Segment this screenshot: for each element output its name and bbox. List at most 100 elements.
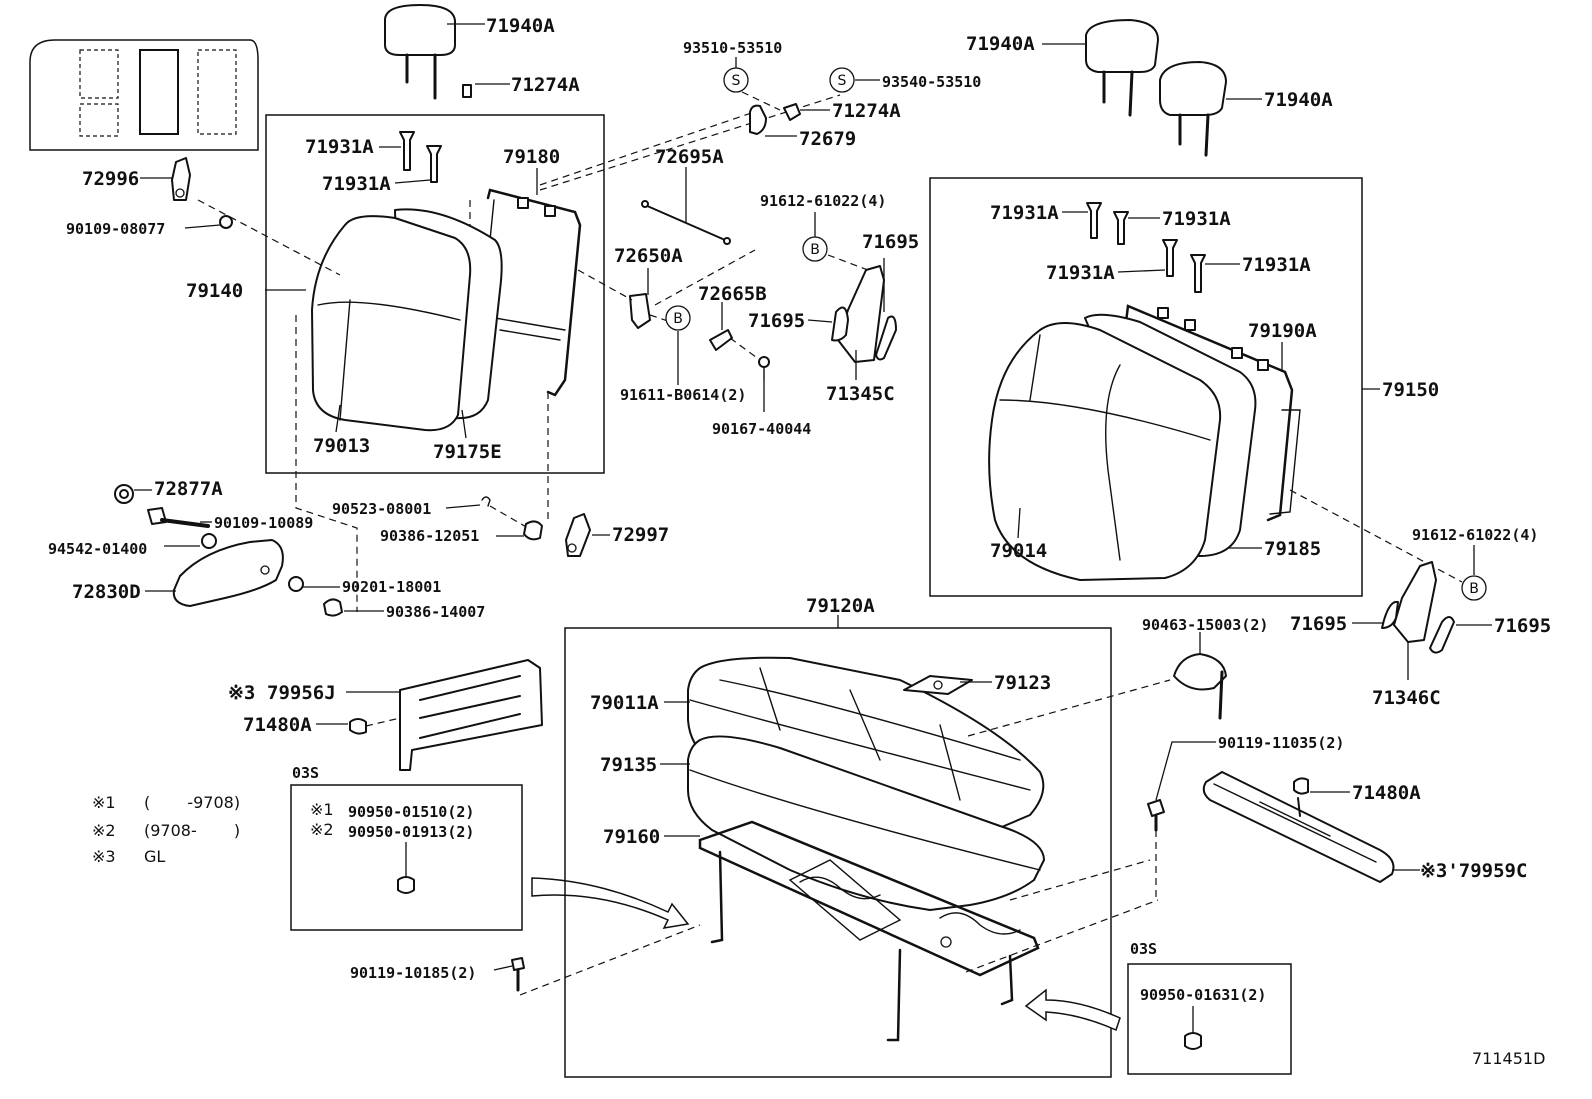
box-03s-left-mark-2: ※2 bbox=[310, 820, 334, 839]
label-72830D: 72830D bbox=[72, 581, 141, 603]
label-79160: 79160 bbox=[603, 826, 660, 848]
figure-id: 711451D bbox=[1472, 1049, 1545, 1068]
bolt-90109-10089-icon bbox=[147, 507, 210, 528]
plate-79123-icon[interactable] bbox=[903, 675, 973, 695]
legend-mark-2: ※2 bbox=[92, 821, 116, 840]
strap-90463-icon[interactable] bbox=[1173, 653, 1227, 720]
label-71931A-left-1: 71931A bbox=[305, 136, 374, 158]
hinge-71345C-icon[interactable] bbox=[831, 265, 897, 363]
label-90201-18001: 90201-18001 bbox=[342, 578, 441, 596]
seatback-frame-79190A-icon[interactable] bbox=[1123, 304, 1301, 522]
label-91612-61022-right: 91612-61022(4) bbox=[1412, 526, 1538, 544]
label-71940A-top: 71940A bbox=[486, 15, 555, 37]
clip-71480A-icon bbox=[349, 718, 367, 735]
armrest-72830D-icon[interactable] bbox=[172, 539, 284, 607]
label-90109-10089: 90109-10089 bbox=[214, 514, 313, 532]
headrest-icon[interactable] bbox=[384, 4, 456, 100]
label-71931A-left-2: 71931A bbox=[322, 173, 391, 195]
box-03s-left-value-2: 90950-01913(2) bbox=[348, 823, 474, 841]
nut-90386-14007-icon bbox=[323, 598, 343, 617]
label-79123: 79123 bbox=[994, 672, 1051, 694]
seat-pad-79135-icon[interactable] bbox=[687, 735, 1045, 911]
seat-cushion-79011A-icon[interactable] bbox=[687, 656, 1045, 834]
label-72665B: 72665B bbox=[698, 283, 767, 305]
box-03s-left-title: 03S bbox=[292, 764, 319, 782]
label-90386-12051: 90386-12051 bbox=[380, 527, 479, 545]
s-symbol-icon bbox=[723, 67, 749, 93]
hinge-71346C-icon[interactable] bbox=[1381, 561, 1455, 654]
label-79014: 79014 bbox=[990, 540, 1047, 562]
clip-71480A-right-icon bbox=[1293, 777, 1309, 795]
b-symbol-text: B bbox=[673, 311, 683, 327]
label-90523-08001: 90523-08001 bbox=[332, 500, 431, 518]
label-72997: 72997 bbox=[612, 524, 669, 546]
label-72996: 72996 bbox=[82, 168, 139, 190]
collar-94542-icon bbox=[201, 533, 217, 549]
b-symbol-icon bbox=[665, 305, 691, 331]
legend-text-1: ( -9708) bbox=[144, 793, 240, 812]
seat-frame-79160-icon[interactable] bbox=[698, 820, 1040, 1042]
legend-text-3: GL bbox=[144, 847, 165, 866]
label-90119-11035: 90119-11035(2) bbox=[1218, 734, 1344, 752]
label-71345C: 71345C bbox=[826, 383, 895, 405]
bracket-72997-icon[interactable] bbox=[565, 513, 591, 557]
knob-72650A-icon[interactable] bbox=[629, 293, 651, 329]
label-91612-61022-top: 91612-61022(4) bbox=[760, 192, 886, 210]
label-71931A-right-3: 71931A bbox=[1046, 262, 1115, 284]
seatback-cushion-79013-icon[interactable] bbox=[311, 208, 503, 432]
label-72679: 72679 bbox=[799, 128, 856, 150]
label-93540-53510: 93540-53510 bbox=[882, 73, 981, 91]
label-79120A: 79120A bbox=[806, 595, 875, 617]
panel-79956J-icon[interactable] bbox=[399, 659, 543, 771]
bolt-90109-08077-icon bbox=[219, 215, 233, 229]
label-79185: 79185 bbox=[1264, 538, 1321, 560]
label-71695-c: 71695 bbox=[1290, 613, 1347, 635]
label-71695-d: 71695 bbox=[1494, 615, 1551, 637]
clip-71931A-icon bbox=[399, 131, 442, 183]
label-90119-10185: 90119-10185(2) bbox=[350, 964, 476, 982]
legend: ※1 ( -9708) ※2 (9708- ) ※3 GL bbox=[92, 793, 240, 866]
label-79180: 79180 bbox=[503, 146, 560, 168]
label-71940A-right-2: 71940A bbox=[1264, 89, 1333, 111]
label-79013: 79013 bbox=[313, 435, 370, 457]
seatback-frame-79180-icon[interactable] bbox=[486, 188, 582, 397]
washer-90201-icon bbox=[288, 576, 304, 592]
clip-71931A-right-icon bbox=[1086, 202, 1206, 293]
label-71695-b: 71695 bbox=[748, 310, 805, 332]
plate-72665B-icon[interactable] bbox=[709, 329, 733, 351]
label-71931A-right-2: 71931A bbox=[1162, 208, 1231, 230]
seatback-right-group bbox=[929, 177, 1363, 597]
clip-90523-icon bbox=[481, 496, 491, 507]
box-03s-left bbox=[290, 784, 523, 931]
s-symbol-icon bbox=[829, 67, 855, 93]
label-94542-01400: 94542-01400 bbox=[48, 540, 147, 558]
cap-icon bbox=[1184, 1032, 1202, 1050]
label-72877A: 72877A bbox=[154, 478, 223, 500]
label-79959C: ※3'79959C bbox=[1420, 860, 1527, 882]
s-symbol-text: S bbox=[732, 73, 741, 89]
headrest-icon[interactable] bbox=[1159, 61, 1227, 157]
seatback-cushion-79014-icon[interactable] bbox=[988, 313, 1257, 581]
label-79956J: 79956J bbox=[267, 682, 336, 704]
bracket-72996-icon[interactable] bbox=[171, 157, 191, 201]
headrest-icon[interactable] bbox=[1085, 19, 1159, 117]
label-71480A-right: 71480A bbox=[1352, 782, 1421, 804]
box-03s-left-mark-1: ※1 bbox=[310, 800, 334, 819]
label-90386-14007: 90386-14007 bbox=[386, 603, 485, 621]
nut-90386-12051-icon bbox=[523, 520, 543, 541]
label-71346C: 71346C bbox=[1372, 687, 1441, 709]
seat-cushion-group bbox=[564, 627, 1112, 1078]
box-03s-left-value-1: 90950-01510(2) bbox=[348, 803, 474, 821]
bolt-90119-11035-icon bbox=[1147, 799, 1165, 832]
cable-72695A-icon[interactable] bbox=[641, 200, 731, 245]
label-71274A-mid: 71274A bbox=[832, 100, 901, 122]
cover-79959C-icon[interactable] bbox=[1202, 771, 1395, 883]
lock-72679-icon[interactable] bbox=[749, 104, 767, 135]
label-79135: 79135 bbox=[600, 754, 657, 776]
s-symbol-text: S bbox=[838, 73, 847, 89]
b-symbol-text: B bbox=[810, 242, 820, 258]
box-03s-right-title: 03S bbox=[1130, 940, 1157, 958]
seat-location-icon bbox=[29, 39, 259, 151]
label-79011A: 79011A bbox=[590, 692, 659, 714]
arrow-icon bbox=[1024, 988, 1121, 1032]
